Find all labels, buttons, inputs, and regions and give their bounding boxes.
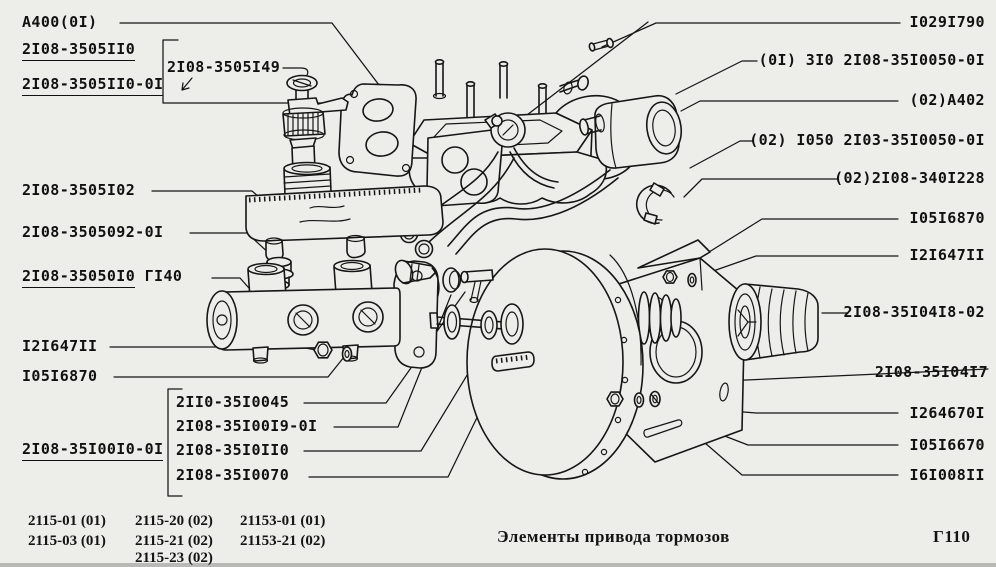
callout-2103-3510050-01: (02) I050 2I03-35I0050-0I: [749, 131, 985, 149]
callout-2108-3510417: 2I08-35I04I7: [874, 363, 988, 381]
callout-2108-3510070: 2I08-35I0070: [176, 466, 290, 484]
callout-2108-3510010-01: 2I08-35I00I0-0I: [22, 441, 164, 461]
figure-caption: Элементы привода тормозов: [497, 527, 730, 546]
callout-1051687-right: I05I6870: [909, 209, 985, 227]
figure-code: Г110: [933, 527, 971, 546]
callout-1610081: I6I008II: [909, 466, 985, 484]
bracket-fasteners: [607, 271, 696, 407]
callout-2110-3510045: 2II0-35I0045: [176, 393, 290, 411]
callout-2108-3505092-01: 2I08-3505092-0I: [22, 223, 164, 241]
vacuum-booster: [467, 249, 643, 479]
model-cell: 21153-01 (01): [240, 513, 326, 529]
model-cell: 2115-21 (02): [135, 533, 213, 549]
mounting-nut-washer: [314, 342, 352, 361]
callout-2108-3505110-01: 2I08-3505II0-0I: [22, 76, 164, 96]
callout-2108-3510019-01: 2I08-35I00I9-0I: [176, 417, 318, 435]
check-valve: [579, 38, 685, 168]
model-cell: 21153-21 (02): [240, 533, 326, 549]
callout-1216471-right: I2I647II: [909, 246, 985, 264]
pedal-boot: [729, 284, 818, 360]
callout-2108-3510418-02: 2I08-35I04I8-02: [843, 303, 985, 321]
master-cylinder: [207, 261, 439, 369]
callout-2108-3505149: 2I08-3505I49: [167, 58, 281, 76]
callout-2108-3510110: 2I08-35I0II0: [176, 441, 290, 459]
model-cell: 2115-23 (02): [135, 550, 213, 566]
model-cell: 2115-20 (02): [135, 513, 213, 529]
callout-1216471-left: I2I647II: [22, 337, 98, 355]
callout-2108-3505102: 2I08-3505I02: [22, 181, 136, 199]
callout-1029179: I029I790: [909, 13, 985, 31]
callout-1051667: I05I6670: [909, 436, 985, 454]
callout-2108-3510050-01: (0I) 3I0 2I08-35I0050-0I: [758, 51, 985, 69]
booster-pushrod-parts: [392, 258, 523, 344]
brake-fluid-reservoir: [246, 163, 443, 261]
callout-a400: A400(0I): [22, 13, 98, 31]
callout-2108-3401228: (02)2I08-340I228: [834, 169, 985, 187]
vacuum-hoses: [401, 148, 619, 258]
callout-2108-3505010: 2I08-35050I0 ГI40: [22, 268, 182, 288]
callout-a402: (02)A402: [909, 91, 985, 109]
hose-clamp: [637, 183, 674, 224]
callout-1264670: I264670I: [909, 404, 985, 422]
model-cell: 2115-03 (01): [28, 533, 106, 549]
callout-1051687-left: I05I6870: [22, 367, 98, 385]
callout-2108-3505110: 2I08-3505II0: [22, 41, 136, 61]
model-cell: 2115-01 (01): [28, 513, 106, 529]
reservoir-cap-sensor: [283, 76, 348, 176]
vacuum-tee-fitting: [485, 113, 525, 147]
booster-accordion-boot: [639, 292, 682, 344]
